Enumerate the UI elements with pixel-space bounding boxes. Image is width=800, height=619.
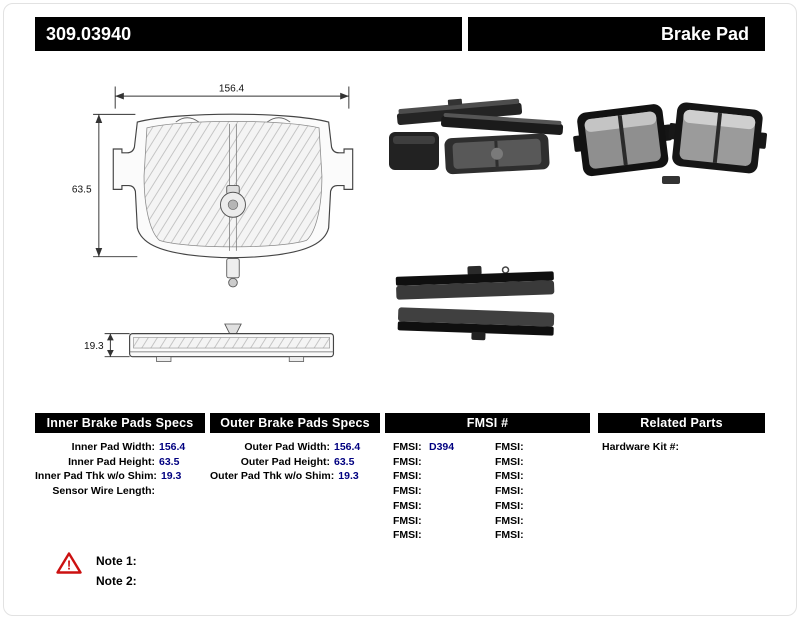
photo-pad-edge-views bbox=[395, 265, 555, 341]
fmsi-label: FMSI: bbox=[495, 485, 524, 498]
dimension-height-label: 63.5 bbox=[72, 184, 92, 195]
fmsi-value bbox=[429, 469, 495, 484]
spec-label: Outer Pad Height: bbox=[240, 455, 330, 468]
note-2: Note 2: bbox=[96, 574, 137, 588]
fmsi-value bbox=[429, 514, 495, 529]
dimension-thickness-label: 19.3 bbox=[84, 341, 104, 352]
fmsi-value: D394 bbox=[429, 441, 455, 453]
spec-label: Inner Pad Width: bbox=[71, 441, 155, 453]
fmsi-value bbox=[531, 484, 590, 499]
outer-specs-header: Outer Brake Pads Specs bbox=[210, 413, 380, 433]
fmsi-row: FMSI: FMSI: bbox=[385, 528, 590, 543]
fmsi-label: FMSI: bbox=[393, 485, 422, 498]
fmsi-row: FMSI: FMSI: bbox=[385, 455, 590, 470]
fmsi-value bbox=[531, 440, 590, 455]
spec-row: Sensor Wire Length: bbox=[35, 484, 205, 499]
fmsi-row: FMSI: FMSI: bbox=[385, 469, 590, 484]
related-parts-column: Related Parts Hardware Kit #: bbox=[598, 413, 765, 455]
photo-pad-pair-front bbox=[573, 102, 768, 184]
spec-label: Inner Pad Height: bbox=[68, 455, 155, 468]
fmsi-row: FMSI: FMSI: bbox=[385, 499, 590, 514]
fmsi-value bbox=[531, 514, 590, 529]
fmsi-label: FMSI: bbox=[393, 514, 422, 527]
dimension-width-label: 156.4 bbox=[219, 83, 245, 94]
fmsi-label: FMSI: bbox=[393, 441, 422, 453]
fmsi-value bbox=[429, 499, 495, 514]
note-1: Note 1: bbox=[96, 554, 137, 568]
spec-row: Outer Pad Width: 156.4 bbox=[210, 440, 380, 455]
spec-value bbox=[159, 484, 205, 499]
fmsi-label: FMSI: bbox=[495, 455, 524, 468]
related-parts-header: Related Parts bbox=[598, 413, 765, 433]
spec-label: Outer Pad Width: bbox=[244, 441, 330, 453]
fmsi-label: FMSI: bbox=[495, 499, 524, 512]
part-number: 309.03940 bbox=[35, 17, 462, 51]
wear-sensor bbox=[220, 185, 246, 288]
fmsi-row: FMSI: D394 FMSI: bbox=[385, 440, 590, 455]
fmsi-header: FMSI # bbox=[385, 413, 590, 433]
spec-row: Inner Pad Width: 156.4 bbox=[35, 440, 205, 455]
product-title: Brake Pad bbox=[468, 17, 765, 51]
dimension-thickness bbox=[104, 333, 130, 358]
photo-pad-set-scattered bbox=[389, 98, 564, 175]
fmsi-label: FMSI: bbox=[393, 499, 422, 512]
notes-section: ! Note 1: Note 2: bbox=[56, 551, 137, 591]
spec-value: 156.4 bbox=[159, 441, 186, 453]
fmsi-row: FMSI: FMSI: bbox=[385, 514, 590, 529]
fmsi-label: FMSI: bbox=[393, 529, 422, 542]
fmsi-value bbox=[531, 528, 590, 543]
spec-value: 19.3 bbox=[160, 470, 182, 483]
inner-specs-header: Inner Brake Pads Specs bbox=[35, 413, 205, 433]
fmsi-label: FMSI: bbox=[495, 441, 524, 453]
header: 309.03940 Brake Pad bbox=[35, 17, 765, 51]
fmsi-value bbox=[429, 455, 495, 470]
fmsi-label: FMSI: bbox=[393, 470, 422, 483]
pad-bottom-view bbox=[129, 323, 335, 362]
outer-specs-column: Outer Brake Pads Specs Outer Pad Width: … bbox=[210, 413, 380, 484]
fmsi-label: FMSI: bbox=[495, 514, 524, 527]
spec-label: Inner Pad Thk w/o Shim: bbox=[35, 470, 157, 483]
dimension-height bbox=[93, 113, 138, 258]
warning-glyph: ! bbox=[67, 558, 71, 573]
fmsi-row: FMSI: FMSI: bbox=[385, 484, 590, 499]
warning-triangle-icon: ! bbox=[56, 552, 82, 574]
related-label: Hardware Kit #: bbox=[602, 441, 680, 453]
spec-label: Sensor Wire Length: bbox=[52, 485, 155, 498]
pad-friction-material bbox=[143, 120, 323, 248]
spec-row: Outer Pad Height: 63.5 bbox=[210, 455, 380, 470]
inner-specs-column: Inner Brake Pads Specs Inner Pad Width: … bbox=[35, 413, 205, 499]
dimension-width bbox=[114, 86, 350, 109]
technical-drawing: 156.4 63.5 19.3 bbox=[72, 83, 354, 362]
header-divider bbox=[462, 17, 468, 51]
fmsi-label: FMSI: bbox=[495, 470, 524, 483]
spec-row: Inner Pad Thk w/o Shim: 19.3 bbox=[35, 469, 205, 484]
fmsi-value bbox=[531, 469, 590, 484]
fmsi-column: FMSI # FMSI: D394 FMSI: FMSI: FMSI: FMSI… bbox=[385, 413, 590, 543]
spec-value: 63.5 bbox=[159, 455, 180, 468]
spec-row: Outer Pad Thk w/o Shim: 19.3 bbox=[210, 469, 380, 484]
spec-label: Outer Pad Thk w/o Shim: bbox=[210, 470, 335, 483]
fmsi-value bbox=[531, 455, 590, 470]
related-row: Hardware Kit #: bbox=[598, 440, 765, 455]
spec-value: 19.3 bbox=[338, 470, 359, 483]
fmsi-value bbox=[429, 528, 495, 543]
spec-value: 156.4 bbox=[334, 441, 361, 453]
spec-value: 63.5 bbox=[334, 455, 355, 468]
spec-row: Inner Pad Height: 63.5 bbox=[35, 455, 205, 470]
fmsi-label: FMSI: bbox=[495, 529, 524, 542]
fmsi-value bbox=[531, 499, 590, 514]
fmsi-label: FMSI: bbox=[393, 455, 422, 468]
fmsi-value bbox=[429, 484, 495, 499]
